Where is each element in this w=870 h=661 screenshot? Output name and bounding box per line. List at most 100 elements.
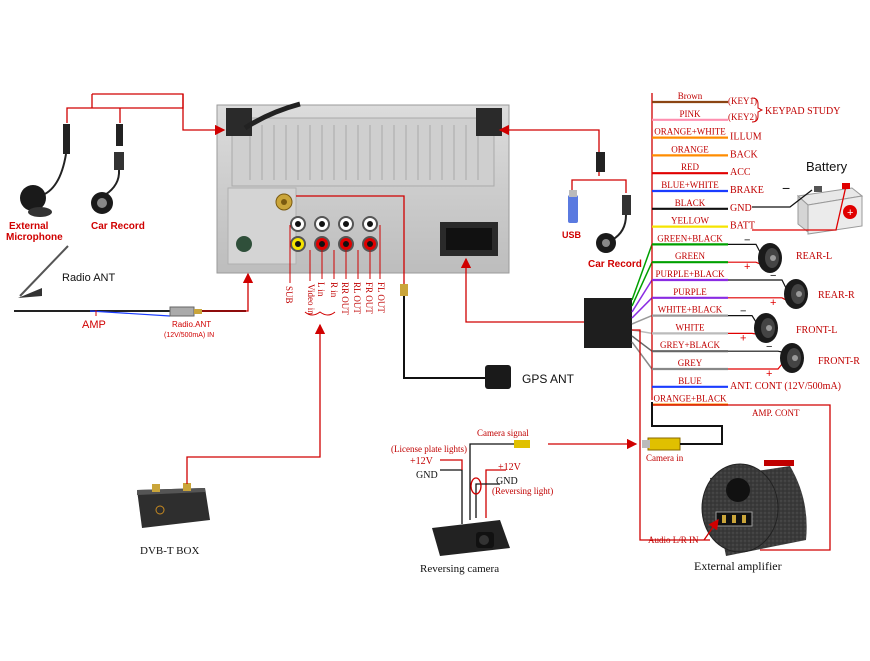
speaker-wire <box>728 261 761 265</box>
rear-l-label: REAR-L <box>796 251 832 262</box>
wire-color-label: ORANGE+WHITE <box>654 127 726 137</box>
camera-wires <box>440 443 514 524</box>
head-unit <box>216 101 510 274</box>
wire-color-label: RED <box>681 162 700 172</box>
gnd-left-label: GND <box>416 470 438 481</box>
speakers: −+−+−+−+ <box>728 234 808 380</box>
heatsink-fins <box>249 125 479 180</box>
wire-function-label: BRAKE <box>730 185 764 196</box>
dvb-t-box <box>137 483 210 528</box>
usb-label: USB <box>562 230 582 240</box>
port-label-l-in: L in <box>316 282 326 297</box>
rca-ports <box>290 216 378 252</box>
speaker-wire <box>728 363 783 370</box>
car-record-left <box>91 124 124 214</box>
polarity-plus: + <box>744 261 750 273</box>
wire-color-label: YELLOW <box>671 216 709 226</box>
key1-label: (KEY1) <box>728 96 757 106</box>
polarity-plus: + <box>770 297 776 309</box>
keypad-brace <box>751 97 764 123</box>
speaker-wire <box>728 350 783 353</box>
car-record-right-label: Car Record <box>588 259 642 270</box>
external-amplifier <box>701 460 807 556</box>
wire-color-label: ORANGE+BLACK <box>653 394 727 404</box>
dvb-arrow <box>186 323 326 484</box>
gps-cable-stub <box>243 101 301 131</box>
speaker-wire <box>728 297 787 301</box>
mount-bracket-left <box>226 108 252 136</box>
amp-cont-wire <box>652 404 831 551</box>
gps-ant-label: GPS ANT <box>522 372 575 386</box>
wire-function-label: ACC <box>730 167 751 178</box>
radio-ant-in-line2: (12V/500mA) IN <box>164 332 214 339</box>
speaker-wire <box>728 332 757 335</box>
camera-in-connector <box>642 402 723 451</box>
polarity-minus: − <box>744 234 750 246</box>
camera-signal-label: Camera signal <box>477 428 529 438</box>
external-microphone <box>20 124 70 217</box>
polarity-plus: + <box>740 332 746 344</box>
camera-signal-rca <box>514 440 530 448</box>
plus12v-left-label: +12V <box>410 456 434 467</box>
speaker-icon <box>758 243 782 273</box>
dvb-t-box-label: DVB-T BOX <box>140 545 199 557</box>
wire-color-label: GREY+BLACK <box>660 340 721 350</box>
port-leader-lines <box>289 225 381 316</box>
harness-fan-wire <box>631 341 653 370</box>
battery-label: Battery <box>806 159 848 174</box>
speaker-wire <box>728 279 787 289</box>
wire-color-label: PURPLE <box>673 287 707 297</box>
radio-ant-in-line1: Radio.ANT <box>172 320 211 329</box>
battery: + <box>796 183 864 235</box>
camera-in-label: Camera in <box>646 453 684 463</box>
gps-antenna <box>485 365 511 389</box>
reversing-camera-label: Reversing camera <box>420 563 499 575</box>
wire-color-label: WHITE+BLACK <box>658 305 723 315</box>
speaker-icon <box>780 343 804 373</box>
speaker-wire <box>728 315 757 323</box>
port-labels: SUB Video in L in R in RR OUT RL OUT FR … <box>284 282 386 315</box>
harness-fan-wire <box>631 335 653 352</box>
mount-bracket-right <box>476 108 502 136</box>
wire-color-label: PINK <box>679 109 701 119</box>
harness-fan-wire <box>631 314 653 325</box>
battery-gnd-wire <box>752 189 813 208</box>
wire-color-label: WHITE <box>676 322 705 332</box>
harness-fan-wire <box>631 297 653 319</box>
plus12v-right-label: +12V <box>498 462 522 473</box>
speaker-icon <box>754 313 778 343</box>
usb-arrow <box>498 124 600 176</box>
key2-label: (KEY2) <box>728 112 757 122</box>
gnd-right-label: GND <box>496 476 518 487</box>
harness-spine <box>640 96 652 396</box>
harness-arrow <box>460 257 584 323</box>
amp-label: AMP <box>82 319 106 331</box>
radio-ant-in-label: Radio.ANT <box>172 320 211 329</box>
radio-antenna <box>14 245 246 317</box>
external-microphone-line-1: External <box>9 221 49 232</box>
gps-port <box>236 236 252 252</box>
harness-fan-wire <box>631 279 653 313</box>
keypad-study-label: KEYPAD STUDY <box>765 106 840 117</box>
external-amplifier-label: External amplifier <box>694 559 782 573</box>
wire-color-label: GREEN <box>675 251 705 261</box>
front-r-label: FRONT-R <box>818 356 860 367</box>
front-l-label: FRONT-L <box>796 325 837 336</box>
gps-cable <box>403 290 486 379</box>
external-microphone-line-2: Microphone <box>6 232 63 243</box>
radio-ant-arrow <box>202 272 254 312</box>
wire-function-label: GND <box>730 203 752 214</box>
gps-connector <box>400 284 408 296</box>
speaker-wire <box>728 243 761 253</box>
audio-lr-wire <box>632 329 710 541</box>
harness-fan-wire <box>631 244 653 301</box>
wire-function-label: ILLUM <box>730 132 762 143</box>
reversing-light-label: (Reversing light) <box>492 486 553 496</box>
polarity-minus: − <box>770 270 776 282</box>
wire-color-label: GREEN+BLACK <box>657 233 723 243</box>
port-label-fr-out: FR OUT <box>364 282 374 314</box>
wire-function-label: BATT <box>730 221 755 232</box>
rear-r-label: REAR-R <box>818 290 855 301</box>
